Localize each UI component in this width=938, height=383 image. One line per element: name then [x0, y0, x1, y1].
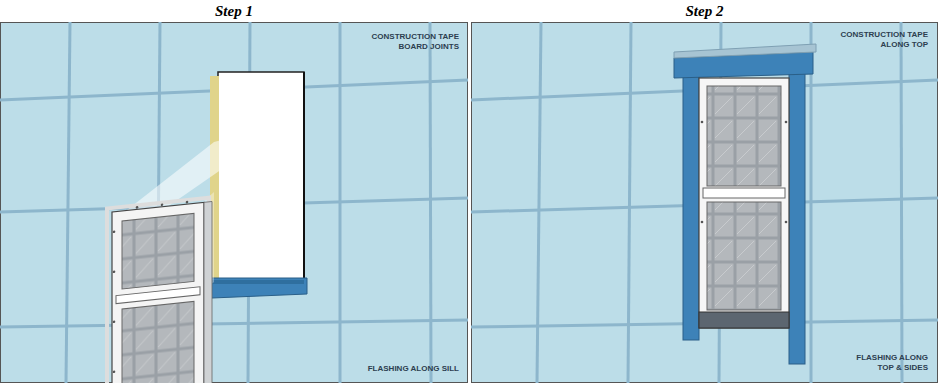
callout-label: CONSTRUCTION TAPE BOARD JOINTS	[364, 32, 459, 52]
callout-label: CONSTRUCTION TAPE ALONG TOP	[833, 30, 928, 50]
callout-label: FLASHING ALONG SILL	[329, 364, 459, 374]
callout-label: FLASHING ALONG TOP & SIDES	[848, 353, 928, 373]
step-title: Step 2	[471, 2, 938, 20]
step-title: Step 1	[0, 2, 468, 20]
